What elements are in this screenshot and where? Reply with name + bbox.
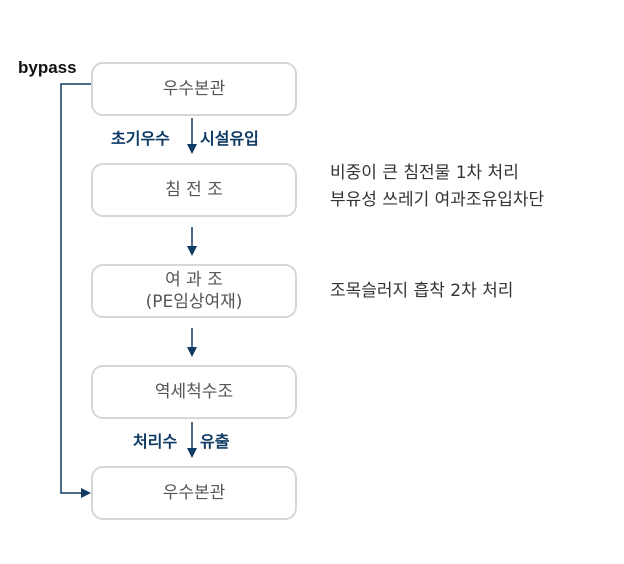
note-line: 조목슬러지 흡착 2차 처리 xyxy=(330,281,514,301)
node-label: 침 전 조 xyxy=(165,180,223,200)
node-backwash-tank: 역세척수조 xyxy=(91,365,297,419)
note-line: 비중이 큰 침전물 1차 처리 xyxy=(330,163,519,183)
outflow-label-left: 처리수 xyxy=(133,432,178,451)
node-outlet-main: 우수본관 xyxy=(91,466,297,520)
node-inlet-main: 우수본관 xyxy=(91,62,297,116)
node-sedimentation-tank: 침 전 조 xyxy=(91,163,297,217)
outflow-label-right: 유출 xyxy=(200,432,230,451)
inflow-label-right: 시설유입 xyxy=(200,129,259,148)
node-sublabel: (PE임상여재) xyxy=(145,292,243,312)
inflow-label-left: 초기우수 xyxy=(111,129,170,148)
note-sedimentation: 비중이 큰 침전물 1차 처리 부유성 쓰레기 여과조유입차단 xyxy=(330,160,544,214)
bypass-arrow xyxy=(60,83,91,498)
note-line: 부유성 쓰레기 여과조유입차단 xyxy=(330,190,545,210)
node-filtration-tank: 여 과 조 (PE임상여재) xyxy=(91,264,297,318)
node-label: 우수본관 xyxy=(162,483,226,503)
node-label: 여 과 조 xyxy=(165,270,223,290)
bypass-label: bypass xyxy=(18,58,77,77)
node-label: 우수본관 xyxy=(162,79,226,99)
node-label: 역세척수조 xyxy=(154,382,234,402)
note-filtration: 조목슬러지 흡착 2차 처리 xyxy=(330,278,513,305)
